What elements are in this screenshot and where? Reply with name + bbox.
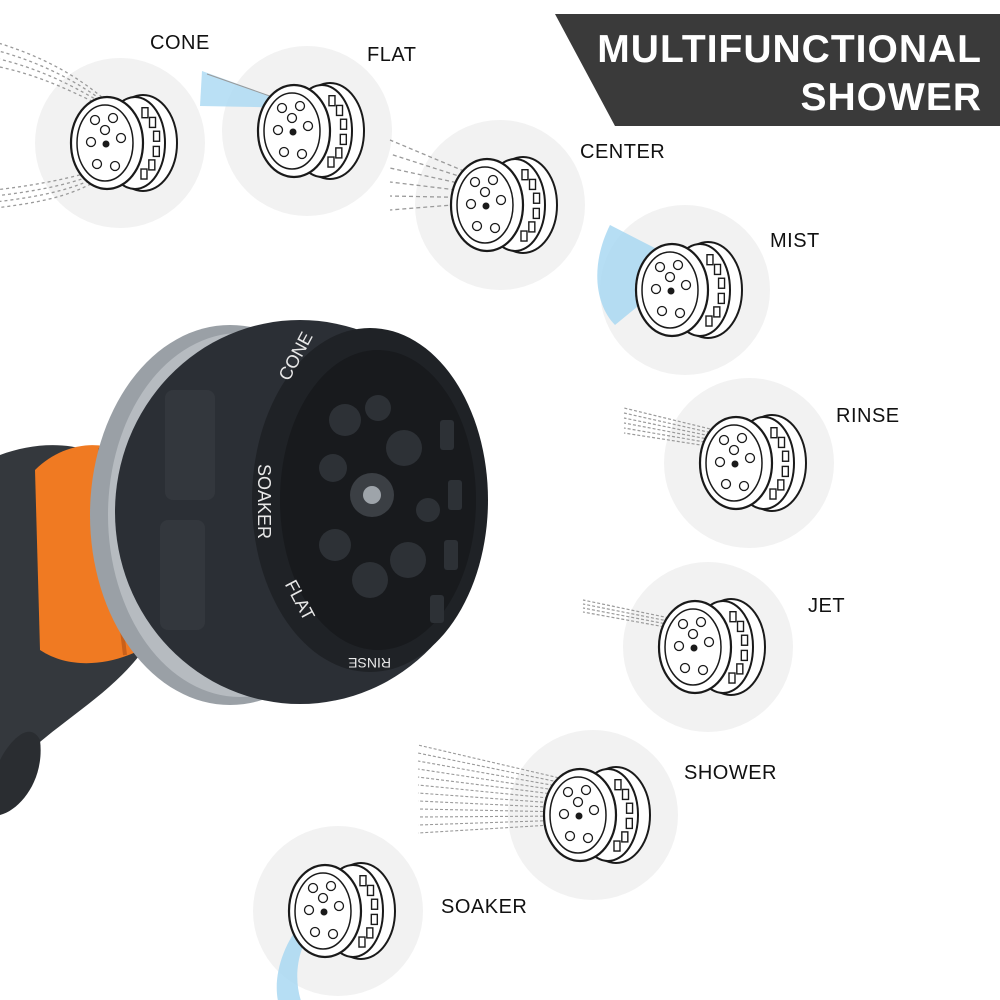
spray-mode-flat: [200, 46, 392, 216]
spray-mode-mist: [597, 205, 770, 375]
spray-mode-cone-icon: [0, 42, 205, 228]
mode-label-mist: MIST: [770, 230, 820, 252]
title-banner: MULTIFUNCTIONAL SHOWER: [555, 14, 1000, 126]
ring-label-rinse: RINSE: [348, 655, 391, 671]
mode-label-soaker: SOAKER: [441, 896, 528, 918]
mode-label-rinse: RINSE: [836, 405, 900, 427]
spray-mode-cone: [0, 42, 205, 228]
spray-mode-center: [389, 120, 585, 290]
spray-mode-jet-icon: [582, 562, 793, 732]
mode-label-flat: FLAT: [367, 44, 417, 66]
mode-label-cone: CONE: [150, 32, 210, 54]
spray-mode-center-icon: [389, 120, 585, 290]
spray-mode-jet: [582, 562, 793, 732]
spray-mode-mist-icon: [597, 205, 770, 375]
banner-title-line-1: MULTIFUNCTIONAL: [597, 28, 982, 71]
banner-shape: [555, 14, 1000, 126]
nozzle-trigger: [0, 731, 41, 815]
ring-label-soaker: SOAKER: [254, 464, 274, 539]
spray-mode-shower-icon: [417, 730, 678, 900]
spray-mode-flat-icon: [200, 46, 392, 216]
spray-mode-soaker: [253, 826, 423, 1000]
mode-label-jet: JET: [808, 595, 846, 617]
spray-mode-rinse: [623, 378, 834, 548]
mode-label-shower: SHOWER: [684, 762, 777, 784]
spray-mode-shower: [417, 730, 678, 900]
spray-mode-rinse-icon: [623, 378, 834, 548]
hose-nozzle-illustration: CONE SOAKER FLAT RINSE: [0, 320, 488, 815]
spray-mode-soaker-icon: [253, 826, 423, 1000]
mode-label-center: CENTER: [580, 141, 666, 163]
banner-title-line-2: SHOWER: [800, 76, 982, 119]
